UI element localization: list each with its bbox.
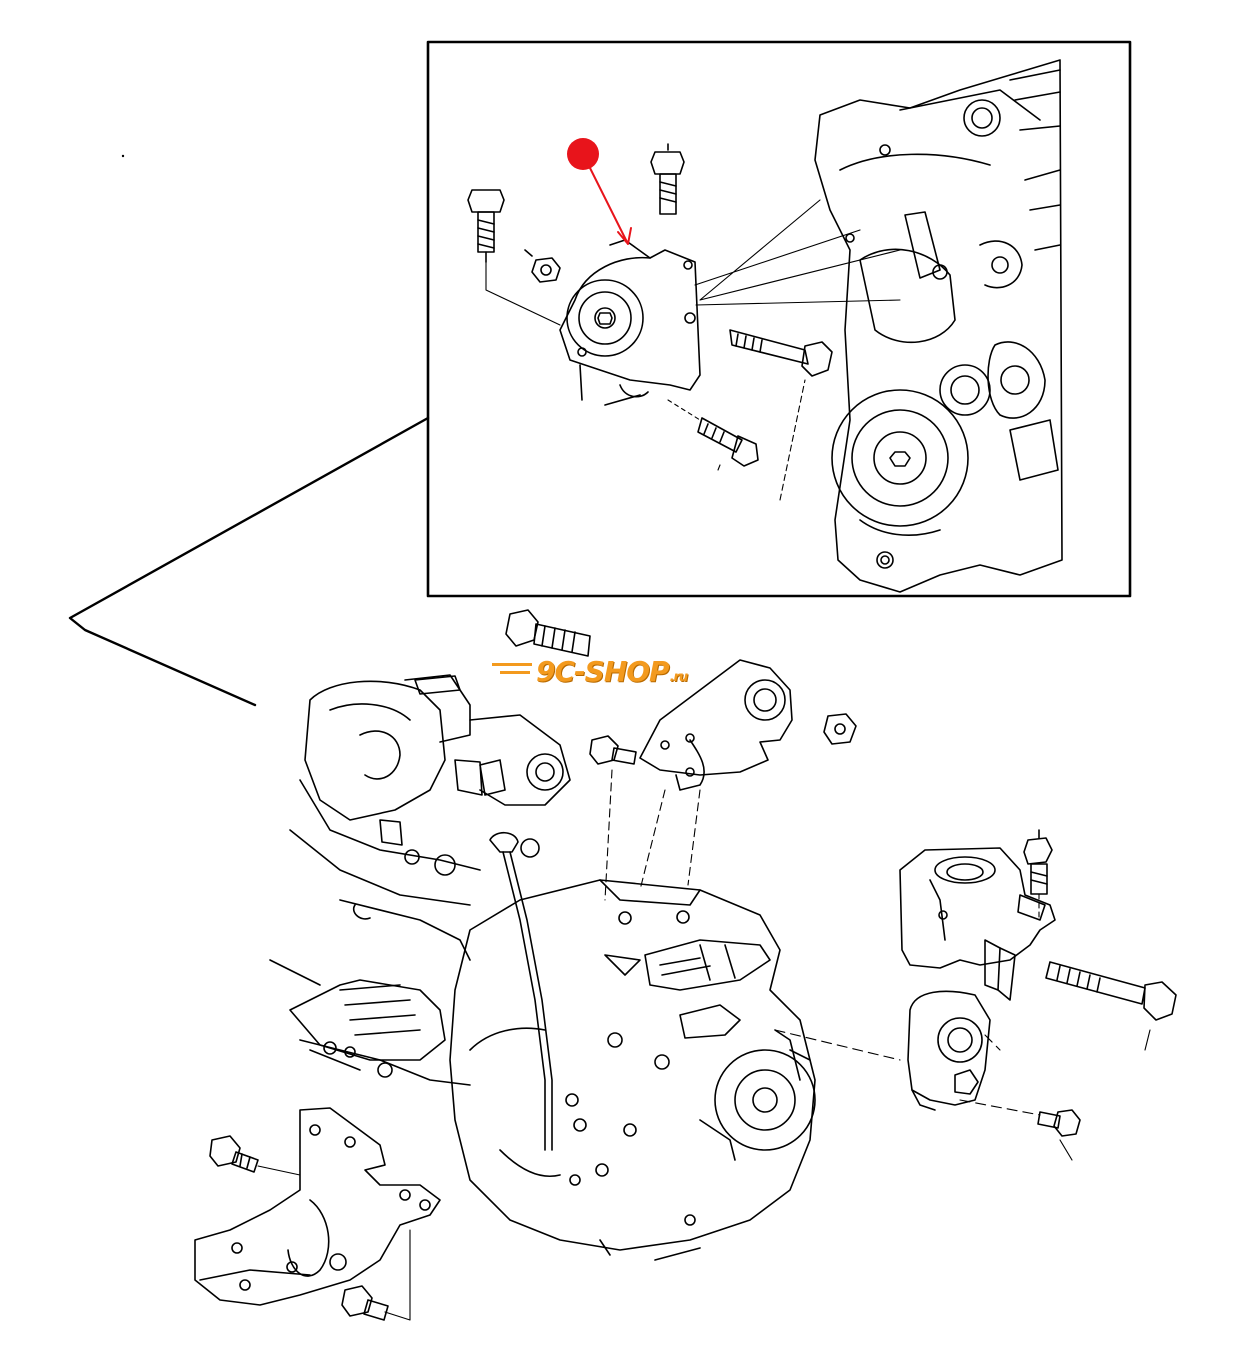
inset-bottom-bolt (697, 417, 759, 467)
inset-bolt-top (650, 143, 685, 215)
dipstick (489, 831, 553, 1151)
scan-speck (121, 154, 125, 158)
logo-streak (500, 671, 530, 674)
right-mount-upper-bracket (899, 847, 1056, 1001)
logo-streak (492, 663, 532, 666)
top-mount-dashes (604, 769, 701, 901)
transmission-case (449, 879, 816, 1261)
inset-leader-line (68, 416, 430, 707)
logo-suffix: .ru (669, 670, 689, 685)
left-mount-bolt-lower (341, 1285, 389, 1321)
left-mount-bolt-upper (209, 1135, 259, 1173)
right-long-bolt (1045, 961, 1177, 1021)
right-mount-insulator (907, 990, 991, 1111)
logo-text: 9C-SHOP (536, 655, 670, 688)
top-mount-small-bolt (589, 735, 637, 765)
inset-engine-block (814, 59, 1063, 593)
inset-long-bolt (729, 329, 833, 377)
top-mount-nut (823, 713, 857, 745)
right-small-bolt (1037, 1109, 1081, 1137)
transmission-top-mount (639, 659, 793, 791)
right-mount-top-bolt (1023, 829, 1053, 895)
callout-marker-arrow (589, 167, 632, 245)
left-axle (269, 959, 471, 1086)
inset-nut (524, 249, 561, 283)
inset-frame (426, 40, 1132, 598)
left-mount-dashes (257, 1165, 411, 1321)
inset-leader-lines (485, 199, 901, 501)
inset-bolt-left (467, 189, 505, 263)
watermark-logo: 9C-SHOP.ru (492, 655, 730, 689)
inset-mount-bracket (559, 239, 701, 406)
callout-marker-dot (567, 138, 599, 170)
top-mount-bolt (505, 609, 591, 657)
right-mount-guide (1059, 1029, 1151, 1161)
right-mount-dashes (774, 1029, 1041, 1116)
engine-block-left (289, 674, 571, 961)
left-mount-bracket (194, 1107, 441, 1306)
